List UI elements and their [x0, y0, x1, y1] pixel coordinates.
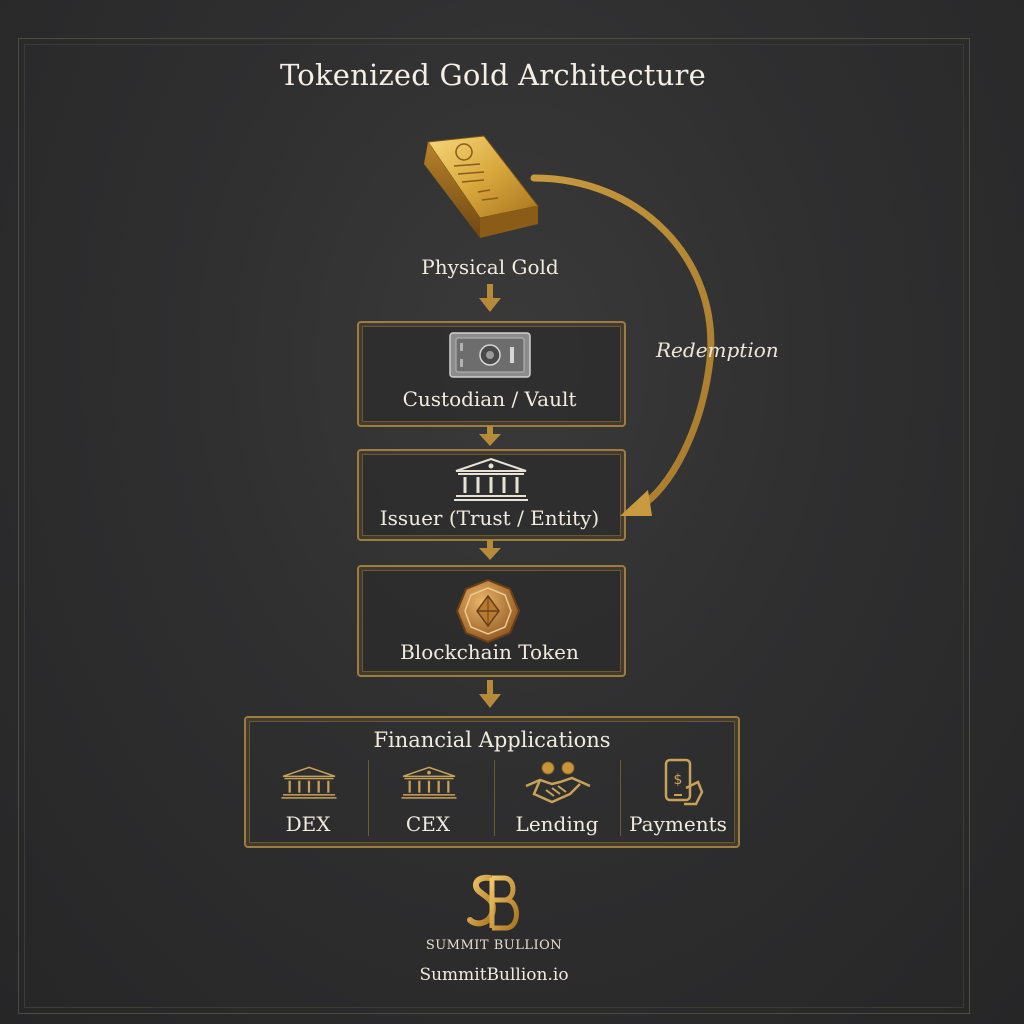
page-title: Tokenized Gold Architecture	[280, 58, 706, 92]
app-payments-label: Payments	[629, 812, 727, 836]
node-physical-gold-label: Physical Gold	[421, 255, 559, 279]
flow-arrow-2	[479, 426, 501, 446]
flow-arrow-1	[479, 284, 501, 312]
flow-arrow-3	[479, 540, 501, 560]
app-cex: CEX	[376, 758, 480, 840]
bank-building-icon	[401, 766, 457, 799]
vault-safe-icon	[449, 332, 531, 378]
summit-bullion-logo	[467, 874, 519, 931]
flow-arrow-4	[479, 680, 501, 708]
financial-applications-box: Financial Applications DEX	[244, 716, 740, 848]
redemption-arrow	[530, 174, 715, 516]
svg-text:$: $	[674, 772, 683, 788]
brand-url[interactable]: SummitBullion.io	[419, 965, 569, 985]
redemption-label: Redemption	[656, 338, 779, 362]
app-lending: Lending	[500, 758, 614, 840]
app-payments: $ Payments	[626, 758, 730, 840]
node-issuer-label: Issuer (Trust / Entity)	[379, 506, 600, 530]
handshake-icon	[525, 761, 591, 804]
app-cex-label: CEX	[405, 812, 451, 836]
node-custodian-label: Custodian / Vault	[402, 387, 577, 411]
financial-applications-title: Financial Applications	[373, 728, 611, 752]
app-dex-label: DEX	[285, 812, 331, 836]
brand-name: SUMMIT BULLION	[425, 938, 563, 953]
app-dex: DEX	[256, 758, 360, 840]
app-divider	[368, 760, 369, 836]
bank-building-icon	[281, 766, 337, 799]
token-coin-icon	[455, 578, 521, 644]
gold-bar-icon	[424, 135, 539, 238]
app-lending-label: Lending	[515, 812, 599, 836]
app-divider	[494, 760, 495, 836]
node-token-label: Blockchain Token	[400, 640, 579, 664]
mobile-payment-icon: $	[664, 758, 704, 806]
bank-building-icon	[454, 457, 528, 501]
app-divider	[620, 760, 621, 836]
